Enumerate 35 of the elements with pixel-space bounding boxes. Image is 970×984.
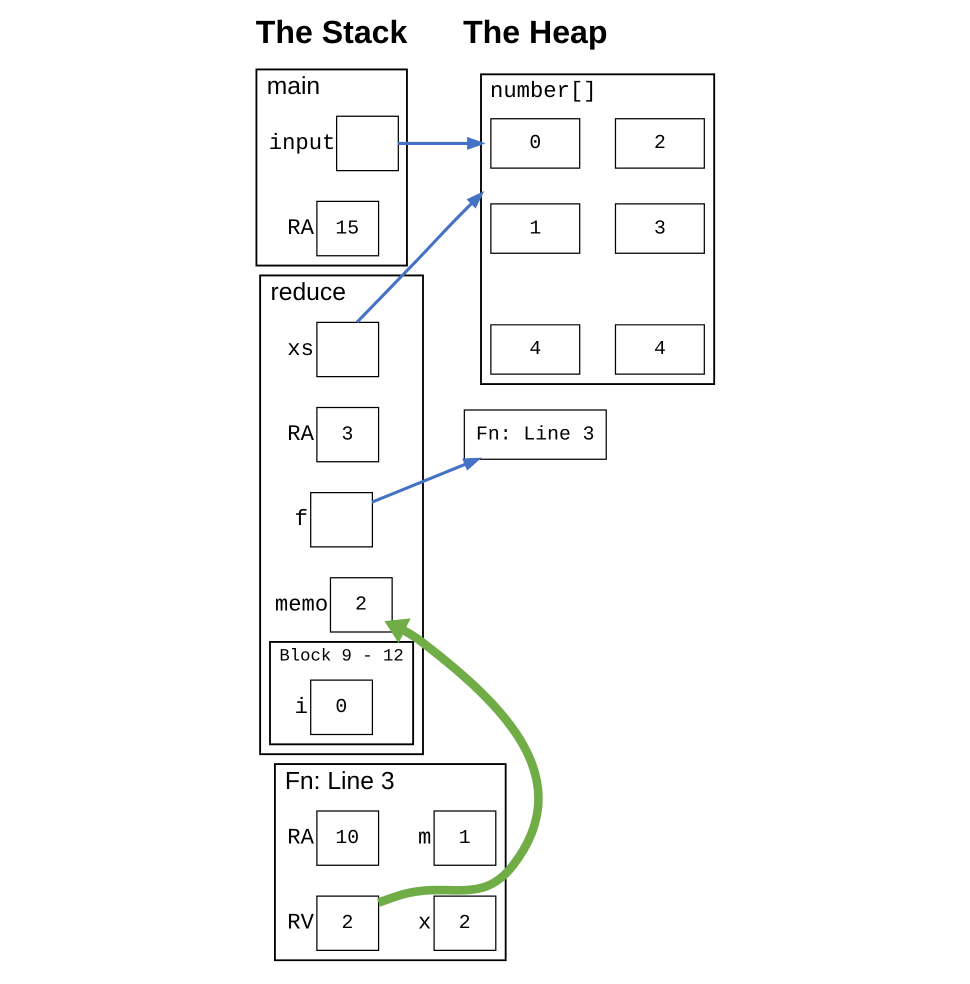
arrow bbox=[356, 190, 484, 324]
node-box: 0 bbox=[310, 680, 374, 736]
arrow bbox=[371, 458, 482, 504]
label: The Heap bbox=[463, 14, 608, 50]
node-box: 2 bbox=[433, 895, 496, 951]
node-box: 1 bbox=[433, 810, 496, 866]
node-label: m bbox=[418, 826, 432, 851]
node-label: x bbox=[418, 910, 432, 936]
node-box bbox=[336, 116, 399, 172]
node-box: 3 bbox=[614, 203, 705, 254]
node-box: 2 bbox=[330, 577, 393, 633]
node-box: 4 bbox=[614, 324, 705, 375]
node-box: 0 bbox=[490, 118, 580, 169]
node-label: memo bbox=[274, 592, 328, 618]
node-box bbox=[310, 492, 374, 548]
node-box: 4 bbox=[490, 324, 580, 375]
label: The Stack bbox=[256, 14, 408, 50]
node-label: RA bbox=[287, 216, 314, 241]
node-label: xs bbox=[287, 336, 314, 362]
arrow bbox=[398, 136, 486, 150]
node-label: input bbox=[268, 130, 336, 156]
node-label: i bbox=[294, 694, 308, 720]
node-label: RV bbox=[287, 910, 314, 936]
node-box bbox=[316, 322, 380, 378]
node-box: 2 bbox=[614, 118, 705, 169]
arrow bbox=[377, 618, 543, 907]
node-box: 10 bbox=[316, 810, 380, 866]
node-box: 3 bbox=[316, 406, 380, 462]
node-box: 1 bbox=[490, 203, 580, 254]
node-label: RA bbox=[287, 422, 314, 448]
node-box: 2 bbox=[316, 895, 380, 951]
node-box: 15 bbox=[316, 200, 380, 256]
node-box: Fn: Line 3 bbox=[464, 409, 607, 460]
node-label: RA bbox=[287, 826, 314, 851]
node-label: f bbox=[294, 507, 308, 532]
